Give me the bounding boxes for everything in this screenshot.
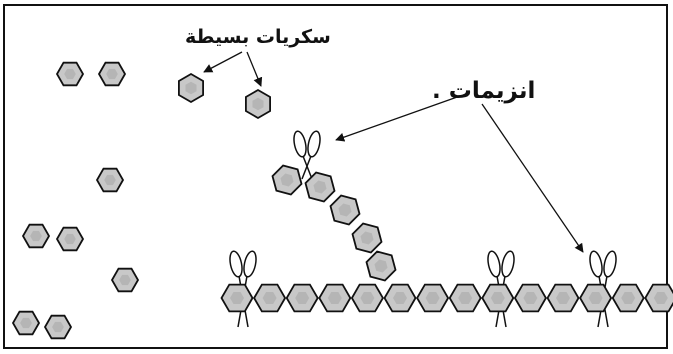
chain-glucose-unit — [318, 283, 352, 313]
arrow-to-sugar-2 — [246, 51, 263, 87]
chain-glucose-unit — [644, 283, 673, 313]
glucose-units-group — [11, 61, 673, 340]
free-glucose-unit — [55, 61, 85, 87]
enzyme-scissors — [293, 130, 321, 180]
chain-glucose-unit — [350, 283, 384, 313]
enzymes-label: انزيمات . — [432, 78, 536, 104]
chain-glucose-unit — [416, 283, 450, 313]
branch-glucose-unit — [351, 222, 383, 254]
branch-glucose-unit — [329, 194, 361, 226]
simple-sugars-label: سكريات بسيطة — [185, 26, 331, 48]
chain-glucose-unit — [579, 283, 613, 313]
free-glucose-unit — [97, 61, 127, 87]
released-glucose-unit — [177, 72, 205, 104]
chain-glucose-unit — [546, 283, 580, 313]
chain-glucose-unit — [285, 283, 319, 313]
enzyme-scissors — [487, 250, 515, 328]
arrow-to-enzyme-1 — [335, 95, 461, 142]
chain-glucose-unit — [611, 283, 645, 313]
branch-glucose-unit — [304, 171, 336, 203]
disaccharide-unit — [55, 226, 85, 252]
disaccharide-unit — [43, 314, 73, 340]
disaccharide-unit — [21, 223, 51, 249]
free-glucose-unit — [110, 267, 140, 293]
disaccharide-unit — [11, 310, 41, 336]
arrow-to-sugar-1 — [203, 51, 243, 73]
diagram-frame — [3, 4, 668, 349]
branch-glucose-unit — [271, 164, 303, 196]
chain-glucose-unit — [220, 283, 254, 313]
arrow-to-enzyme-2 — [481, 103, 584, 253]
chain-glucose-unit — [513, 283, 547, 313]
chain-glucose-unit — [448, 283, 482, 313]
chain-glucose-unit — [383, 283, 417, 313]
branch-glucose-unit — [365, 250, 397, 282]
chain-glucose-unit — [481, 283, 515, 313]
free-glucose-unit — [95, 167, 125, 193]
arrows-group — [203, 51, 584, 253]
released-glucose-unit — [244, 88, 272, 120]
chain-glucose-unit — [253, 283, 287, 313]
